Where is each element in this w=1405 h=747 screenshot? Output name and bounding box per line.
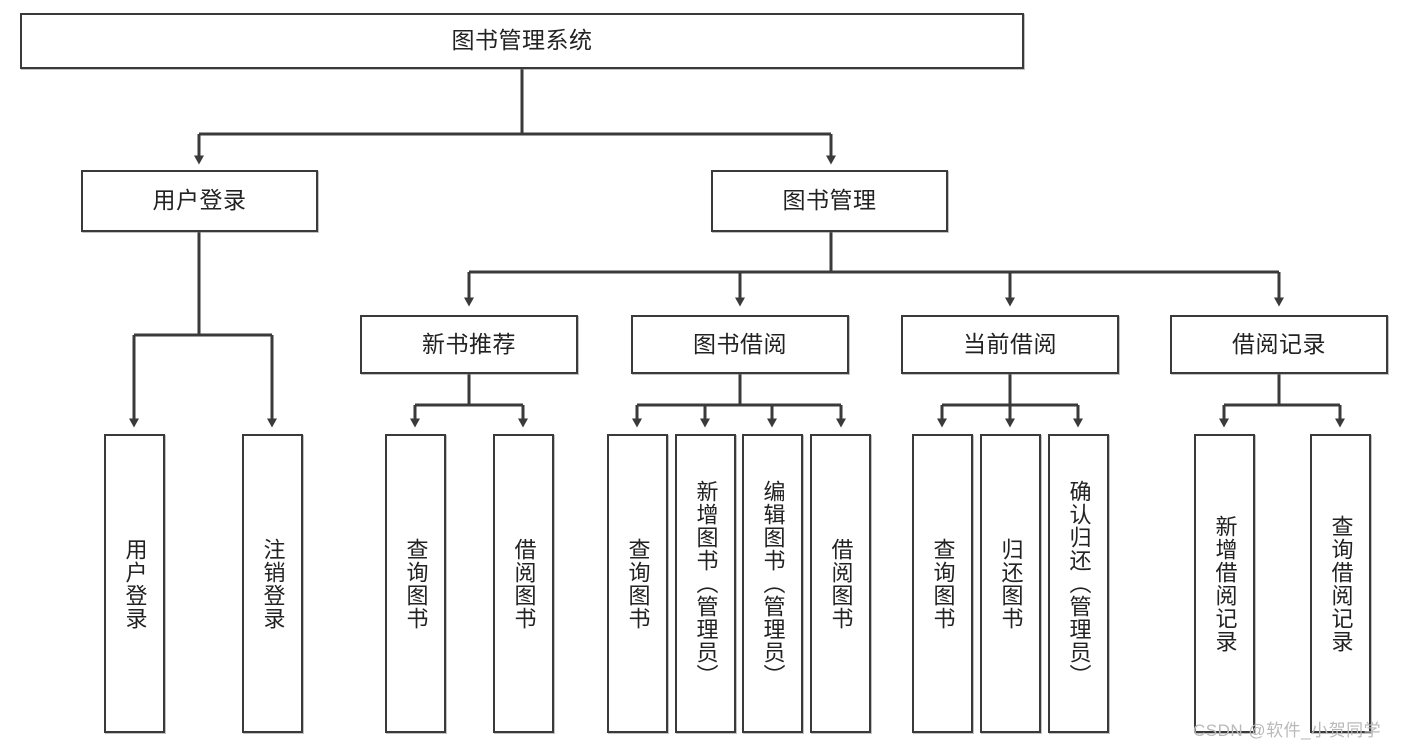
- node-label: 图书借阅: [693, 330, 787, 357]
- node-leaf-query-book-recommend[interactable]: 查询图书: [385, 434, 446, 733]
- node-label: 当前借阅: [963, 330, 1057, 357]
- node-label: 新书推荐: [422, 330, 516, 357]
- node-book-borrow[interactable]: 图书借阅: [631, 315, 849, 374]
- node-user-login[interactable]: 用户登录: [81, 170, 318, 232]
- node-book-management[interactable]: 图书管理: [711, 170, 948, 232]
- node-leaf-return-book[interactable]: 归还图书: [980, 434, 1041, 733]
- node-new-book-recommend[interactable]: 新书推荐: [360, 315, 578, 374]
- node-label: 用户登录: [152, 187, 247, 214]
- node-leaf-query-book-current[interactable]: 查询图书: [912, 434, 973, 733]
- node-leaf-borrow-book[interactable]: 借阅图书: [810, 434, 871, 733]
- node-label: 图书管理系统: [451, 27, 593, 54]
- node-label: 用户登录: [122, 537, 148, 630]
- watermark-text: CSDN @软件_小贺同学: [1193, 721, 1382, 740]
- node-leaf-logout[interactable]: 注销登录: [242, 434, 303, 733]
- node-label: 新增图书（管理员）: [693, 480, 719, 687]
- node-label: 查询图书: [625, 537, 651, 630]
- node-leaf-query-borrow-record[interactable]: 查询借阅记录: [1310, 434, 1371, 733]
- node-label: 借阅图书: [511, 537, 537, 630]
- node-label: 确认归还（管理员）: [1066, 480, 1092, 687]
- node-label: 查询借阅记录: [1328, 514, 1354, 653]
- node-leaf-edit-book-admin[interactable]: 编辑图书（管理员）: [742, 434, 803, 733]
- node-label: 编辑图书（管理员）: [760, 480, 786, 687]
- node-label: 借阅记录: [1232, 330, 1326, 357]
- node-leaf-user-login[interactable]: 用户登录: [104, 434, 165, 733]
- node-leaf-add-borrow-record[interactable]: 新增借阅记录: [1194, 434, 1255, 733]
- node-leaf-add-book-admin[interactable]: 新增图书（管理员）: [675, 434, 736, 733]
- node-root-book-management-system[interactable]: 图书管理系统: [20, 13, 1024, 69]
- node-label: 查询图书: [403, 537, 429, 630]
- node-leaf-confirm-return-admin[interactable]: 确认归还（管理员）: [1048, 434, 1109, 733]
- node-current-borrow[interactable]: 当前借阅: [901, 315, 1119, 374]
- node-label: 新增借阅记录: [1212, 514, 1238, 653]
- node-leaf-query-book-borrow[interactable]: 查询图书: [607, 434, 668, 733]
- node-label: 借阅图书: [828, 537, 854, 630]
- node-label: 归还图书: [998, 537, 1024, 630]
- node-label: 图书管理: [782, 187, 877, 214]
- node-leaf-borrow-book-recommend[interactable]: 借阅图书: [493, 434, 554, 733]
- node-borrow-record[interactable]: 借阅记录: [1170, 315, 1388, 374]
- node-label: 注销登录: [260, 537, 286, 630]
- node-label: 查询图书: [930, 537, 956, 630]
